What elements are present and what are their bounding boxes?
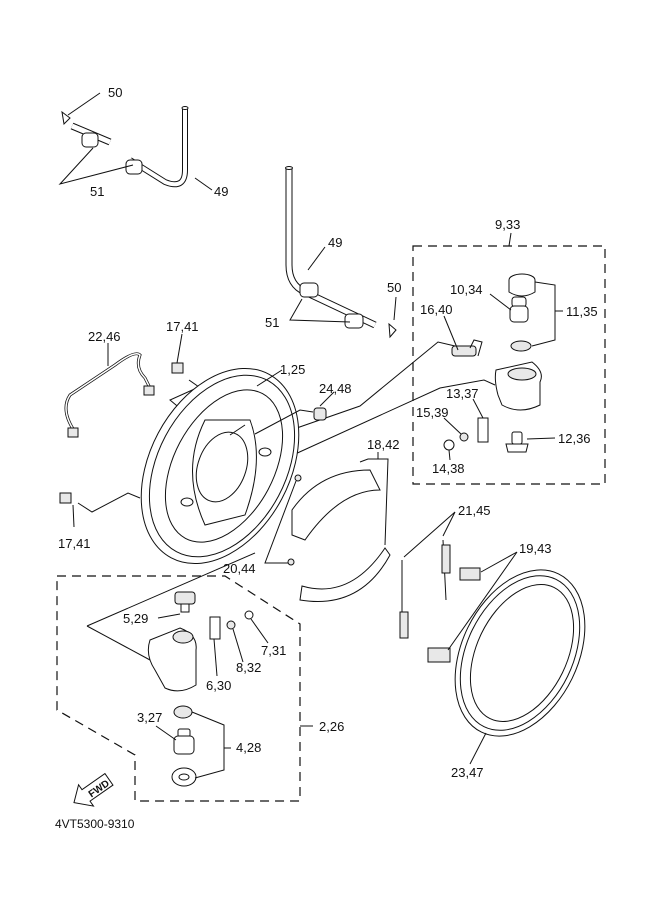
callout-12-36: 12,36 [558,431,591,446]
drawing-code: 4VT5300-9310 [55,817,135,831]
bolt-upper [169,333,201,411]
shoe-pins [264,474,302,566]
callout-15-39: 15,39 [416,405,449,420]
callout-20-44: 20,44 [223,561,256,576]
callout-23-47: 23,47 [451,765,484,780]
callout-2-26: 2,26 [319,719,344,734]
callout-1-25: 1,25 [280,362,305,377]
callout-22-46: 22,46 [88,329,121,344]
drum-seal-ring [454,569,586,765]
callout-18-42: 18,42 [367,437,400,452]
callout-7-31: 7,31 [261,643,286,658]
callout-13-37: 13,37 [446,386,479,401]
callout-8-32: 8,32 [236,660,261,675]
callout-21-45: 21,45 [458,503,491,518]
brake-pipe [64,343,155,438]
callout-51-middle: 51 [265,315,279,330]
wheel-cylinder-right-group [412,232,606,485]
bolt-lower [59,492,141,528]
callout-17-41-lower: 17,41 [58,536,91,551]
wheel-cylinder-left-group [56,552,313,802]
callout-49: 49 [214,184,228,199]
callout-24-48: 24,48 [319,381,352,396]
callout-49-middle: 49 [328,235,342,250]
callout-16-40: 16,40 [420,302,453,317]
callout-6-30: 6,30 [206,678,231,693]
brake-hose-assembly-top [58,92,213,191]
callout-14-38: 14,38 [432,461,465,476]
return-springs [399,511,456,639]
callout-4-28: 4,28 [236,740,261,755]
bolt-24-48 [254,391,335,435]
brake-backing-plate [140,367,300,565]
callout-9-33: 9,33 [495,217,520,232]
callout-17-41-upper: 17,41 [166,319,199,334]
callout-50: 50 [108,85,122,100]
brake-shoes [291,452,391,602]
forward-direction-arrow-icon: FWD [73,772,114,807]
callout-51: 51 [90,184,104,199]
callout-5-29: 5,29 [123,611,148,626]
callout-50-middle: 50 [387,280,401,295]
callout-10-34: 10,34 [450,282,483,297]
callout-3-27: 3,27 [137,710,162,725]
callout-11-35: 11,35 [566,304,598,319]
brake-hose-assembly-middle [285,166,397,339]
shoe-clips [427,551,518,663]
callout-19-43: 19,43 [519,541,552,556]
